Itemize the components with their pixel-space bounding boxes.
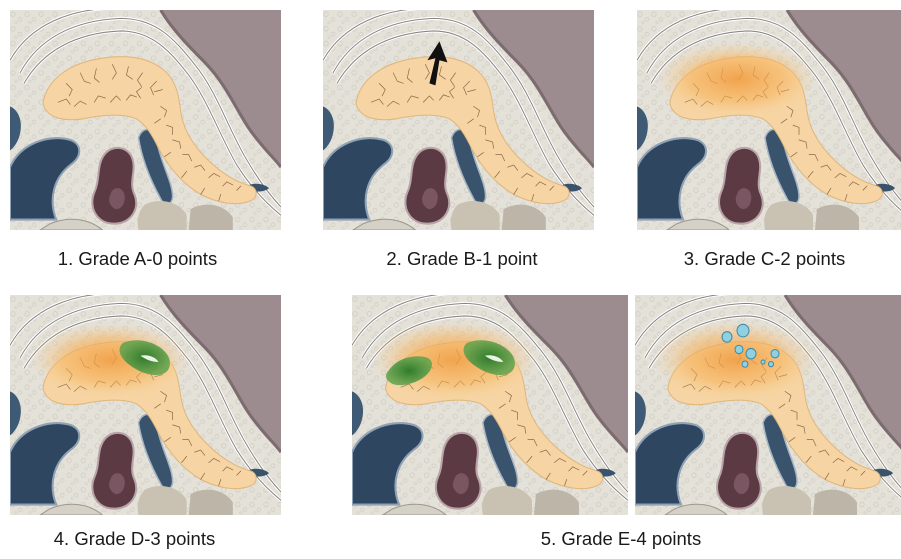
caption-grade-e: 5. Grade E-4 points <box>506 528 736 550</box>
panel-grade-c <box>637 10 901 230</box>
caption-grade-d: 4. Grade D-3 points <box>22 528 247 550</box>
panel-grade-d <box>10 295 281 515</box>
inflammation-region <box>653 320 817 400</box>
caption-grade-b: 2. Grade B-1 point <box>362 248 562 270</box>
caption-grade-a: 1. Grade A-0 points <box>25 248 250 270</box>
inflammation-region <box>657 41 817 116</box>
panel-grade-e-left <box>352 295 628 515</box>
panel-grade-a <box>10 10 281 230</box>
panel-grade-e-right <box>635 295 901 515</box>
panel-grade-b <box>323 10 594 230</box>
caption-grade-c: 3. Grade C-2 points <box>652 248 877 270</box>
